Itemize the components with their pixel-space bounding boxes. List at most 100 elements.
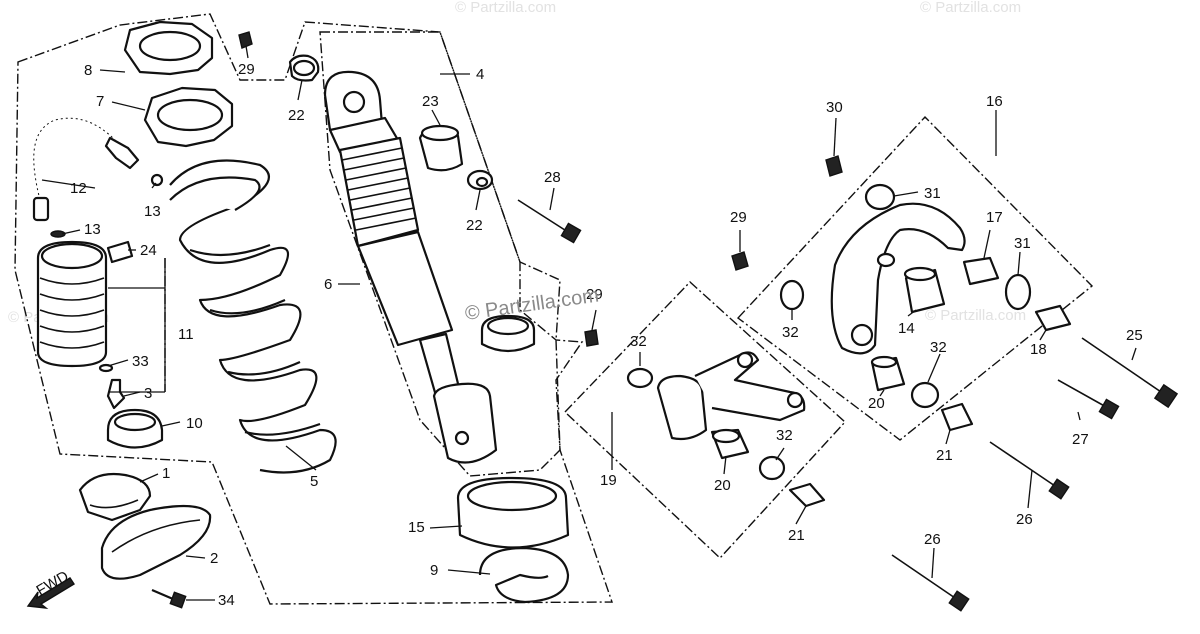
callout-27: 27 — [1072, 431, 1089, 448]
shock-arm — [656, 351, 806, 441]
link-bushing-lower — [870, 355, 906, 392]
upper-collar — [288, 54, 320, 82]
link-collar-right — [1034, 304, 1072, 332]
callout-28: 28 — [544, 169, 561, 186]
damper-unit — [323, 70, 498, 464]
watermark-faint-top-right: © Partzilla.com — [920, 0, 1021, 16]
damper-group-outline — [319, 31, 561, 477]
hose-o-ring-lower — [50, 230, 66, 238]
callout-26-right: 26 — [1016, 511, 1033, 528]
callout-29-upper: 29 — [238, 61, 255, 78]
reservoir-band — [78, 472, 152, 522]
callout-16: 16 — [986, 93, 1003, 110]
bump-rubber — [480, 314, 536, 353]
callout-2: 2 — [210, 550, 218, 567]
arm-bushing — [710, 428, 750, 460]
callout-25: 25 — [1126, 327, 1143, 344]
callout-29-right: 29 — [730, 209, 747, 226]
callout-12: 12 — [70, 180, 87, 197]
callout-17: 17 — [986, 209, 1003, 226]
callout-4: 4 — [476, 66, 484, 83]
link-dust-seal-lower — [910, 381, 940, 409]
link-collar-lower — [940, 402, 974, 432]
leader-lines — [41, 45, 1137, 601]
callout-20-arm: 20 — [714, 477, 731, 494]
callout-32-link-lower: 32 — [930, 339, 947, 356]
spring-adjuster-nut — [143, 86, 234, 148]
reservoir-label — [106, 240, 134, 264]
link-nut — [731, 251, 749, 271]
link-dust-seal-upper — [864, 183, 896, 211]
damper-bolt — [517, 199, 582, 244]
callout-23: 23 — [422, 93, 439, 110]
callout-32-arm-lower: 32 — [776, 427, 793, 444]
callout-24: 24 — [140, 242, 157, 259]
spring-seat — [456, 476, 570, 549]
watermark-main: © Partzilla.com — [464, 284, 601, 325]
callout-32-link-left: 32 — [782, 324, 799, 341]
callout-7: 7 — [96, 93, 104, 110]
reservoir-body — [36, 240, 108, 368]
callout-5: 5 — [310, 473, 318, 490]
arm-dust-seal-lower — [758, 455, 786, 481]
callout-10: 10 — [186, 415, 203, 432]
callout-31-right: 31 — [1014, 235, 1031, 252]
shock-lower-bolt — [891, 554, 970, 612]
reservoir-hose — [29, 114, 140, 222]
watermark-faint-top: © Partzilla.com — [455, 0, 556, 16]
damper-collar — [466, 169, 494, 191]
shock-link-nut — [825, 155, 843, 177]
callout-20-link: 20 — [868, 395, 885, 412]
callout-11: 11 — [178, 326, 194, 343]
shock-arm-bolt — [989, 441, 1070, 500]
callout-13-lower: 13 — [84, 221, 101, 238]
callout-30: 30 — [826, 99, 843, 116]
callout-15: 15 — [408, 519, 425, 536]
link-bolt — [1057, 379, 1120, 420]
reservoir-o-ring — [98, 363, 114, 373]
reservoir-valve — [106, 378, 126, 410]
callout-18: 18 — [1030, 341, 1047, 358]
callout-33: 33 — [132, 353, 149, 370]
callout-9: 9 — [430, 562, 438, 579]
shock-arm-nut — [584, 329, 599, 347]
callout-34: 34 — [218, 592, 235, 609]
callout-13-upper: 13 — [144, 203, 161, 220]
shock-link-group-outline — [736, 115, 1094, 441]
link-bolt-long — [1081, 337, 1179, 409]
link-dust-seal-left — [779, 279, 805, 311]
callout-26-bottom: 26 — [924, 531, 941, 548]
arm-dust-seal-upper — [626, 367, 654, 389]
callout-22-upper: 22 — [288, 107, 305, 124]
callout-32-arm-upper: 32 — [630, 333, 647, 350]
link-bushing-center — [903, 266, 946, 314]
callout-6: 6 — [324, 276, 332, 293]
shock-assembly-group-outline — [14, 13, 613, 605]
callout-3: 3 — [144, 385, 152, 402]
callout-21-link: 21 — [936, 447, 953, 464]
shock-coil-spring — [169, 159, 337, 474]
callout-22-lower: 22 — [466, 217, 483, 234]
callout-labels: 8 7 12 13 13 24 11 33 3 10 1 2 34 29 22 … — [70, 61, 1143, 609]
hose-o-ring-upper — [150, 173, 164, 187]
shock-link — [830, 202, 966, 355]
callout-8: 8 — [84, 62, 92, 79]
callout-21-arm: 21 — [788, 527, 805, 544]
link-bushing-right — [962, 256, 1000, 286]
callout-31-upper: 31 — [924, 185, 941, 202]
callout-29-middle: 29 — [586, 286, 603, 303]
spring-adjuster-locknut — [123, 20, 214, 76]
spring-stopper — [478, 546, 570, 604]
reservoir-holder-bolt — [151, 588, 187, 609]
reservoir-holder — [100, 504, 212, 580]
callout-14: 14 — [898, 320, 915, 337]
watermark-faint-right: © Partzilla.com — [925, 307, 1026, 324]
arm-collar — [788, 482, 826, 508]
callout-1: 1 — [162, 465, 170, 482]
shock-upper-nut — [238, 31, 253, 49]
shock-arm-group-outline — [564, 281, 846, 559]
damper-upper-bushing — [418, 124, 464, 172]
link-dust-seal-right — [1004, 273, 1032, 311]
callout-19: 19 — [600, 472, 617, 489]
